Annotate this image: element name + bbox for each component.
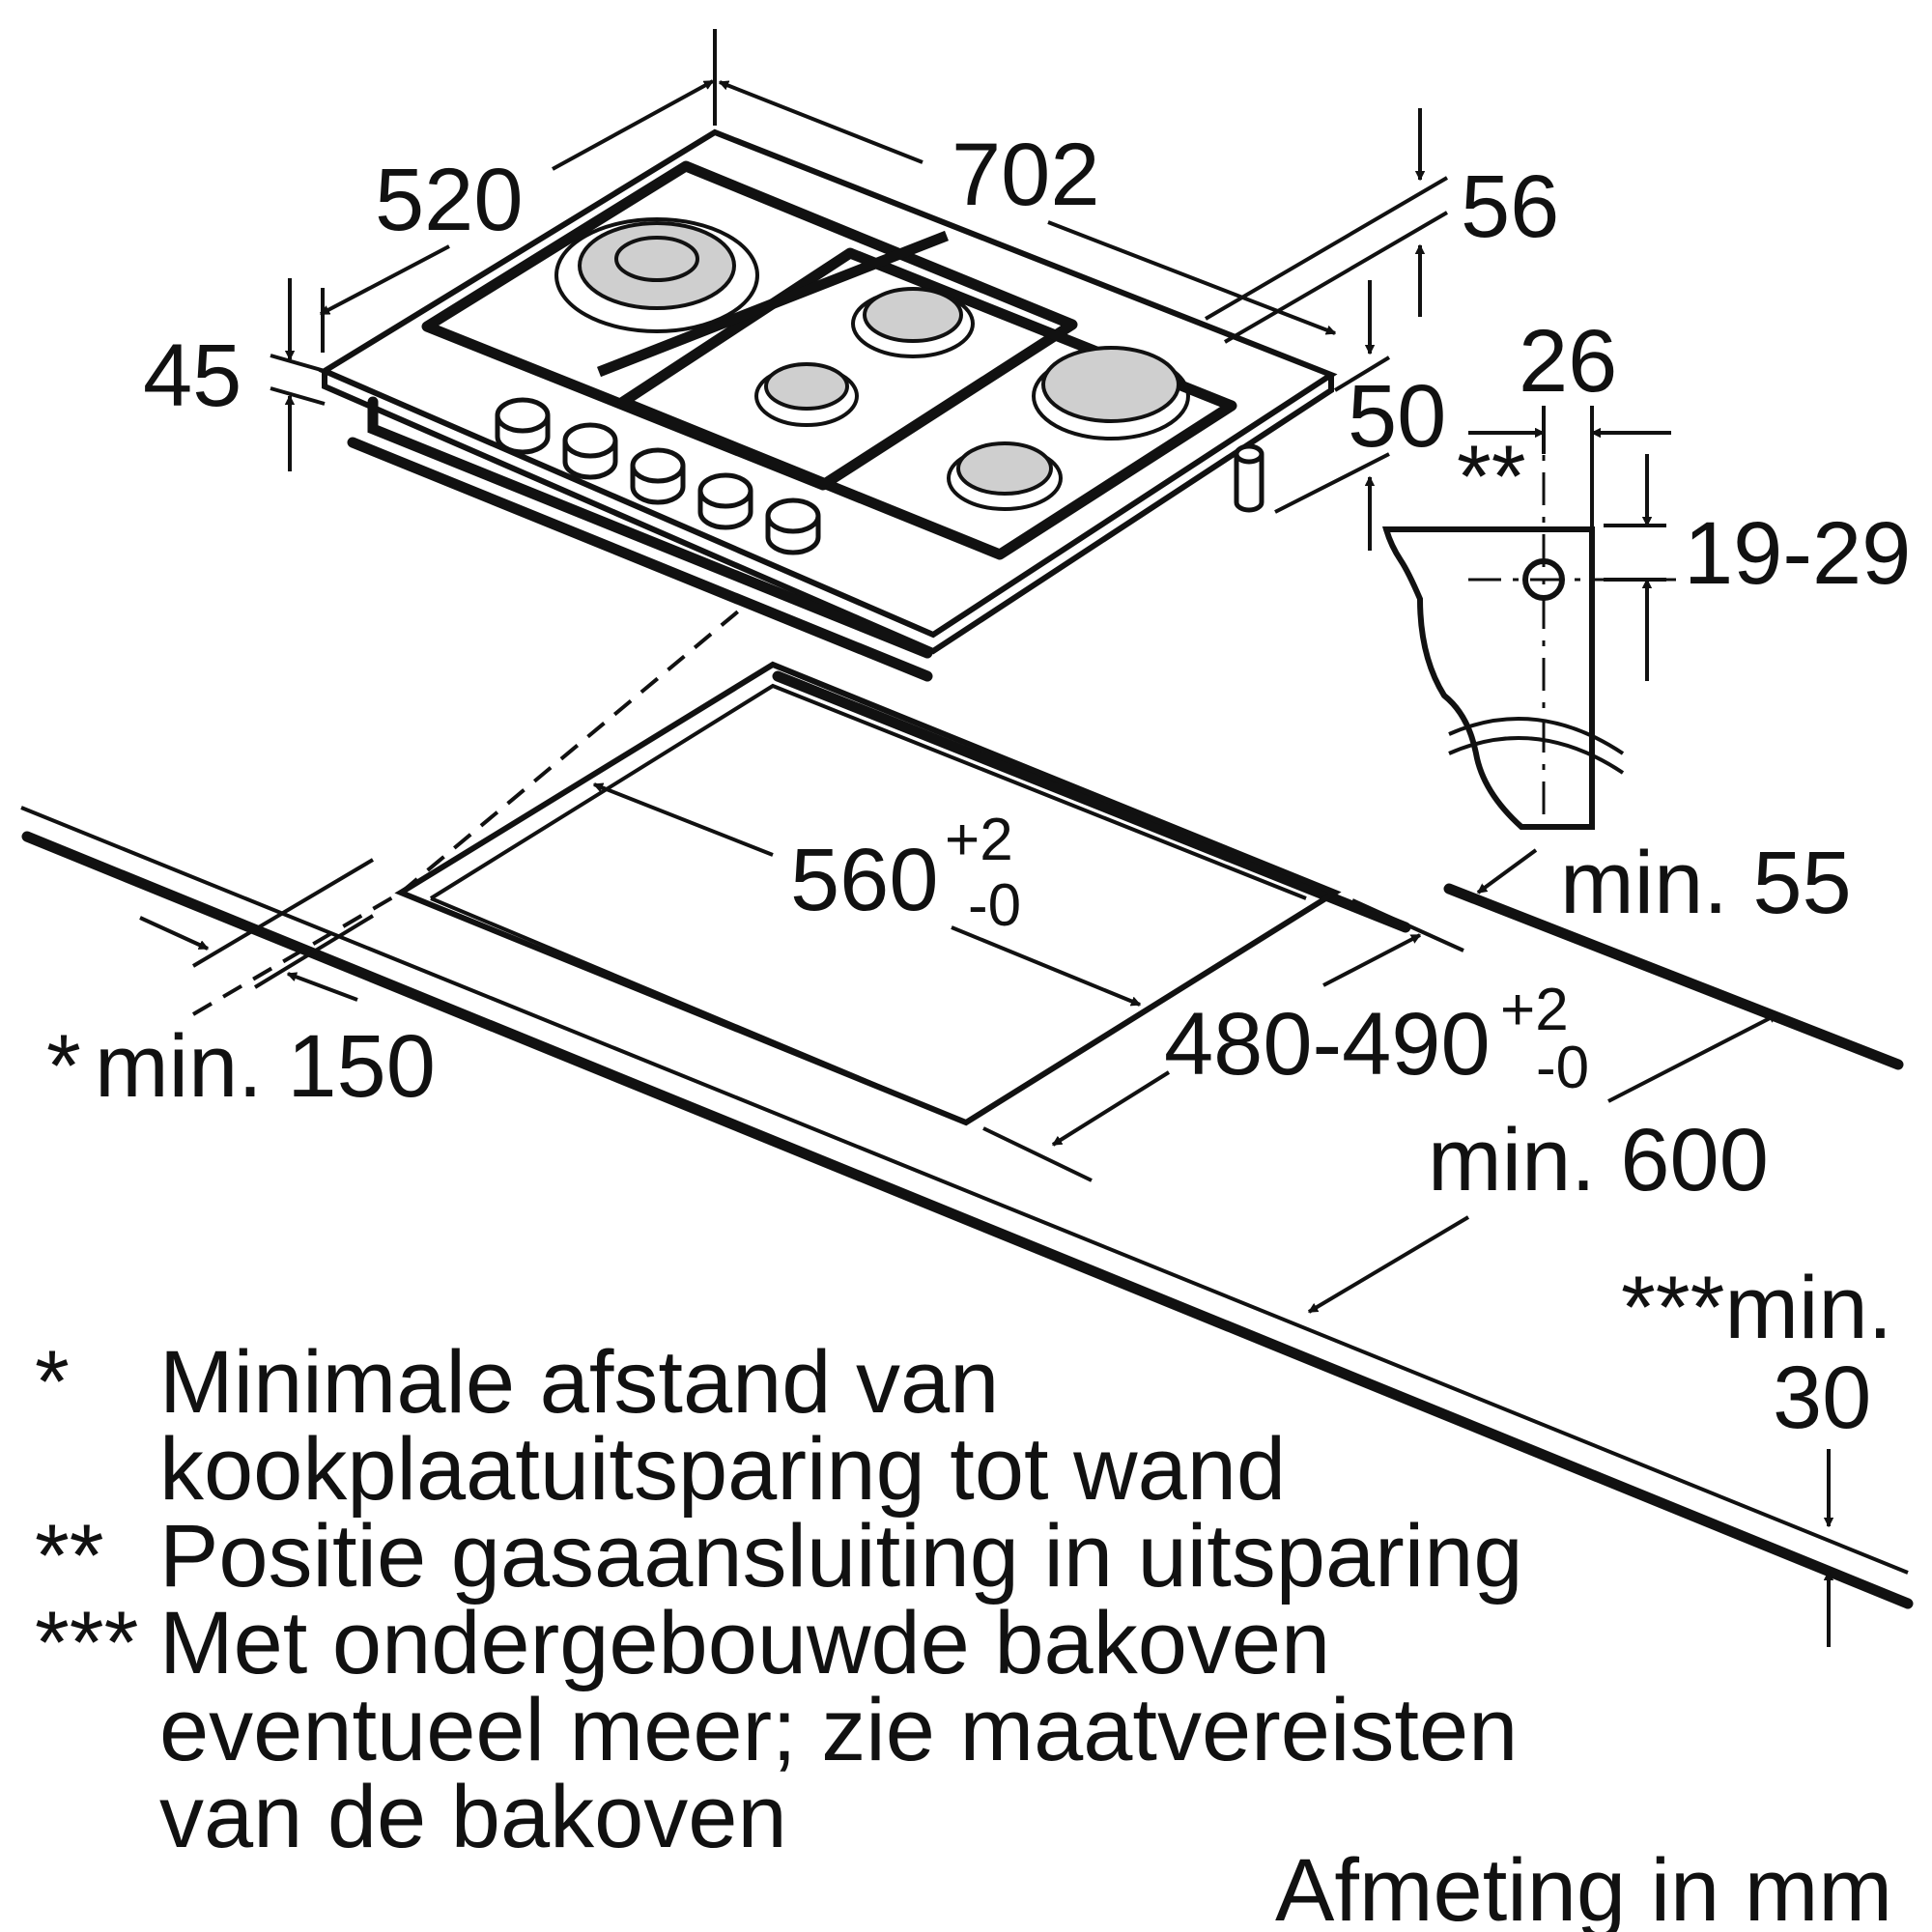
gas-connection-detail: [1381, 406, 1676, 830]
dim-560: 560: [790, 831, 939, 929]
wall-projection-dashed: [191, 891, 403, 1016]
dim-26: 26: [1519, 312, 1617, 411]
note-2-marker: **: [35, 1507, 104, 1605]
cutout-inner-left: [430, 896, 967, 1124]
note-3-line-2: eventueel meer; zie maatvereisten: [159, 1681, 1518, 1779]
dim-520: 520: [375, 151, 524, 249]
dim-702: 702: [952, 126, 1100, 224]
countertop-back-edge: [20, 806, 1909, 1575]
burner-middle: [851, 287, 975, 358]
dim-min-30-line1: ***min.: [1621, 1259, 1892, 1357]
dim-480-490-tol-plus: +2: [1500, 977, 1569, 1043]
burner-small: [754, 362, 859, 427]
dim-min-600: min. 600: [1428, 1111, 1769, 1209]
dim-560-tol-minus: -0: [968, 872, 1021, 939]
hob-projection-dashed: [399, 605, 746, 895]
unit-note: Afmeting in mm: [1275, 1841, 1892, 1932]
note-2-line-1: Positie gasaansluiting in uitsparing: [159, 1507, 1523, 1605]
dim-560-tol-plus: +2: [945, 807, 1013, 873]
note-1-line-1: Minimale afstand van: [159, 1333, 999, 1432]
dimension-labels: 702 520 45 56 50 26 ** 19-29 560 +2 -0 4…: [46, 126, 1911, 1447]
gas-position-marker: **: [1457, 428, 1526, 526]
dim-56: 56: [1461, 157, 1559, 256]
countertop-right-edge: [772, 670, 1411, 933]
knob-3: [630, 447, 686, 505]
note-1-line-2: kookplaatuitsparing tot wand: [159, 1420, 1286, 1519]
dim-min-150: min. 150: [95, 1017, 436, 1116]
grate-divider: [596, 230, 950, 378]
hob-body-bottom: [347, 437, 933, 682]
dim-min-55: min. 55: [1560, 834, 1852, 932]
note-3-marker: ***: [35, 1594, 138, 1692]
knob-1: [495, 397, 551, 455]
gas-connector: [1234, 443, 1264, 513]
dim-480-490-tol-minus: -0: [1536, 1035, 1589, 1101]
burner-wok: [554, 217, 759, 333]
knob-5: [765, 497, 821, 555]
control-knobs: [495, 397, 821, 555]
dim-19-29: 19-29: [1684, 504, 1911, 603]
hob-plate-edge: [322, 371, 1334, 655]
cutout-outer: [394, 661, 1342, 1126]
bracket-profile: [1381, 526, 1595, 830]
dim-45: 45: [143, 327, 242, 425]
wall-line: [1443, 883, 1904, 1070]
note-3-line-3: van de bakoven: [159, 1768, 787, 1866]
hob-body-side: [367, 396, 933, 659]
dim-50: 50: [1348, 367, 1446, 466]
knob-4: [697, 472, 753, 530]
dimension-lines: [139, 29, 1829, 1647]
burner-large: [1032, 346, 1190, 440]
footnotes: * Minimale afstand van kookplaatuitspari…: [35, 1333, 1892, 1932]
countertop: [20, 670, 1914, 1609]
burner-front: [947, 441, 1063, 511]
gas-pipe-1: [1448, 717, 1625, 755]
countertop-front-edge: [21, 831, 1914, 1609]
dim-min-30-line2: 30: [1773, 1349, 1871, 1447]
note-3-line-1: Met ondergebouwde bakoven: [159, 1594, 1330, 1692]
cutout: [191, 605, 1342, 1126]
dim-min-150-marker: *: [46, 1017, 81, 1116]
cutout-inner-top: [429, 683, 1307, 900]
hob: [318, 128, 1338, 682]
note-1-marker: *: [35, 1333, 70, 1432]
knob-2: [562, 422, 618, 480]
gas-pipe-2: [1448, 736, 1625, 775]
dim-480-490: 480-490: [1164, 995, 1491, 1094]
